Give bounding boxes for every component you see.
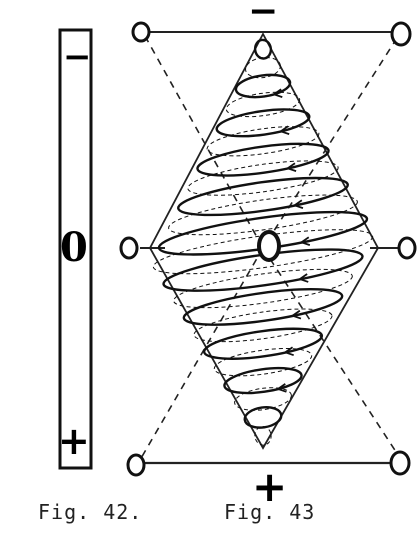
spiral-loop <box>234 387 292 411</box>
spiral-loop <box>173 268 353 309</box>
spiral-loop <box>196 142 330 177</box>
spiral-arrow <box>299 273 309 283</box>
spiral-loop <box>193 308 333 343</box>
fig43-pole-circles <box>119 21 417 477</box>
spiral-loop <box>253 38 273 60</box>
spiral-loop <box>202 327 324 360</box>
spiral-arrow <box>300 236 311 247</box>
spiral-loop <box>213 347 313 377</box>
spiral-arrow <box>273 88 283 99</box>
spiral-loop <box>234 73 292 99</box>
spiral-loop <box>215 108 311 138</box>
spiral-loop <box>182 288 344 326</box>
spiral-loop <box>206 126 320 157</box>
spiral-loop <box>254 425 272 446</box>
spiral-loop <box>168 194 358 236</box>
fig43-diamond <box>148 32 380 450</box>
fig42-plus-sign: + <box>58 419 90 463</box>
spiral-loop <box>177 176 349 217</box>
spiral-loop <box>245 56 281 79</box>
fig42-bar <box>58 28 93 470</box>
spiral-arrow <box>291 309 302 320</box>
fig43-caption: Fig. 43 <box>224 500 316 524</box>
spiral-loop <box>243 405 283 429</box>
spiral-loop <box>152 229 374 275</box>
spiral-loop <box>187 160 339 196</box>
fig42-caption: Fig. 42. <box>38 500 143 524</box>
spiral-arrow <box>284 346 294 357</box>
spiral-arrow <box>293 199 304 210</box>
fig43-minus-sign: − <box>248 0 279 32</box>
fig42-minus-sign: − <box>63 37 92 77</box>
fig43-plus-sign: + <box>252 462 288 511</box>
spiral-loop <box>225 91 301 118</box>
fig42-zero-label: 0 <box>60 224 88 271</box>
spiral-arrow <box>287 162 297 173</box>
spiral-loop <box>223 366 303 395</box>
